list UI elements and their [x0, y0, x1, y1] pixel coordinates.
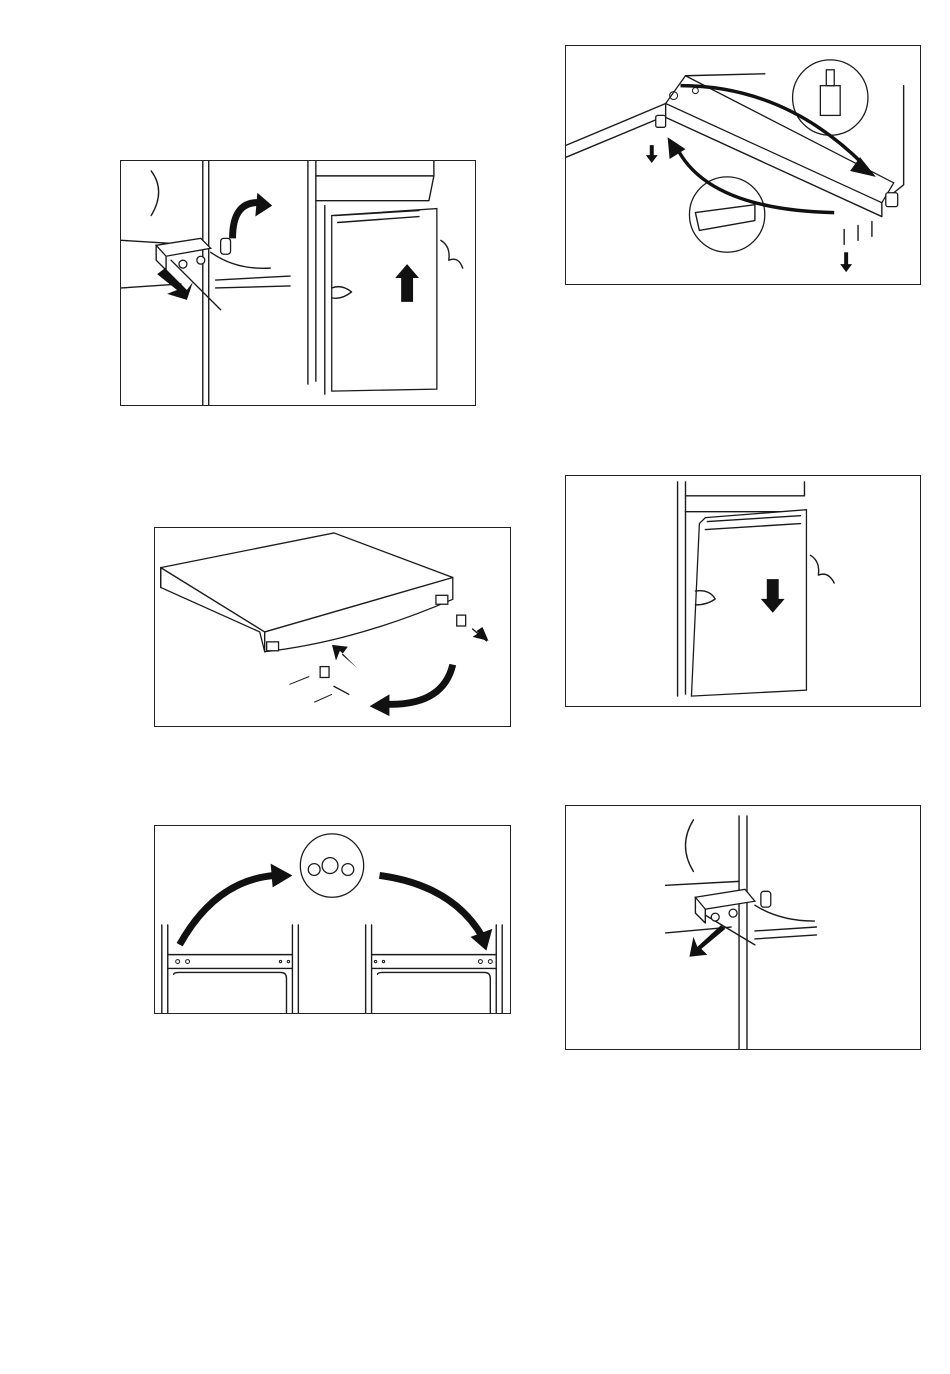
remove-hinge-drawing — [121, 161, 475, 405]
illustration-move-hole-covers — [154, 825, 511, 1014]
refit-door-drawing — [566, 476, 920, 706]
illustration-move-bottom-hinge — [565, 45, 921, 285]
bottom-hinge-drawing — [566, 46, 920, 284]
illustration-refit-top-hinge — [565, 805, 921, 1050]
illustration-move-door-stops — [154, 527, 511, 727]
door-stops-drawing — [155, 528, 510, 726]
illustration-refit-door — [565, 475, 921, 707]
refit-hinge-drawing — [566, 806, 920, 1049]
illustration-remove-top-hinge-and-door — [120, 160, 476, 406]
hole-covers-drawing — [155, 826, 510, 1013]
